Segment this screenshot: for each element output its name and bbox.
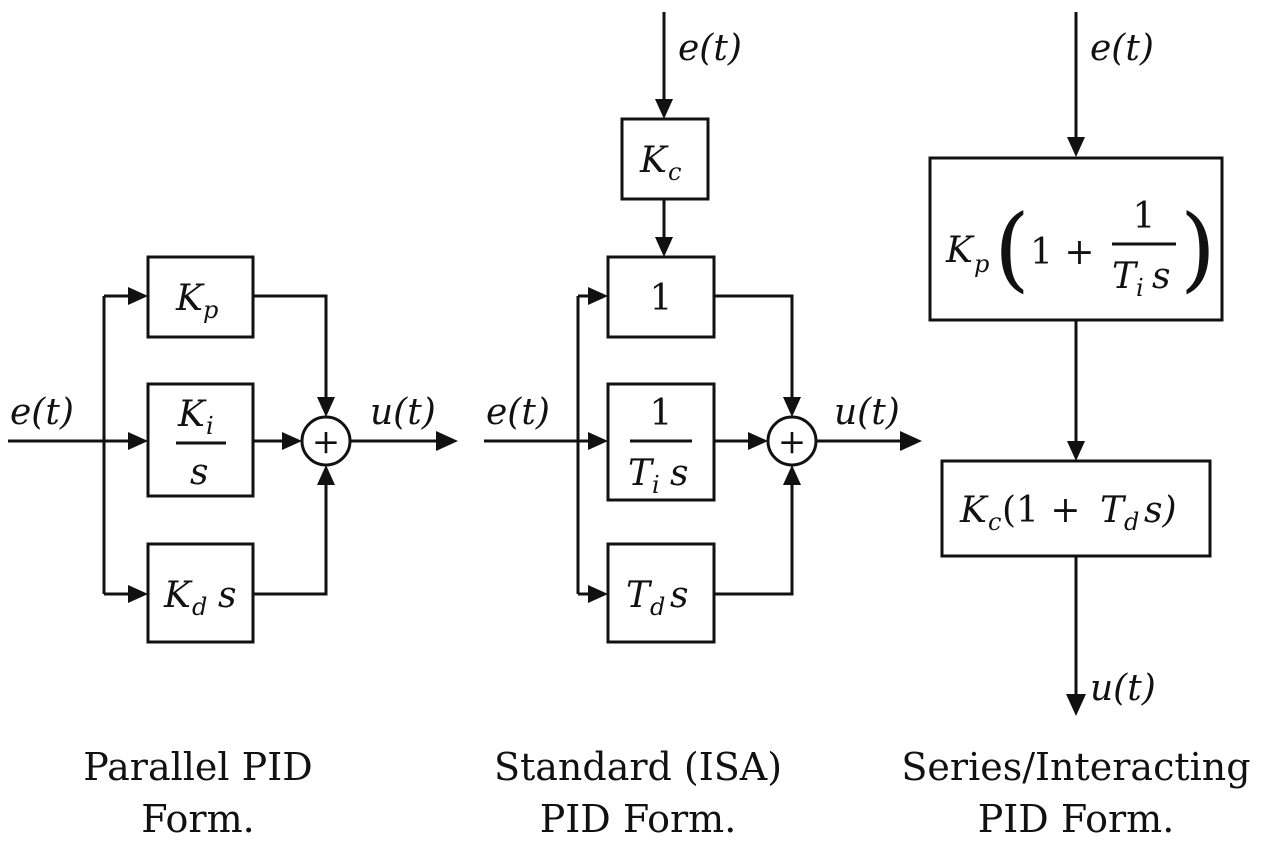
standard-integral-num: 1 xyxy=(650,393,673,434)
parallel-ki-num-sub: i xyxy=(206,412,214,440)
series-pd-k-sub: c xyxy=(988,508,1001,536)
standard-derivative-block xyxy=(606,542,716,644)
standard-pid-diagram: e(t) K c e(t) 1 1 T i s T d s xyxy=(484,12,922,841)
standard-kc-block xyxy=(620,117,710,201)
series-output-label: u(t) xyxy=(1090,668,1156,709)
standard-derivative-main: T xyxy=(626,575,653,616)
series-pd-tail: s) xyxy=(1144,490,1177,531)
standard-top-input-label: e(t) xyxy=(678,28,742,69)
standard-proportional-block xyxy=(606,255,716,339)
series-input-label: e(t) xyxy=(1090,28,1154,69)
parallel-caption-line1: Parallel PID xyxy=(83,745,312,789)
standard-kc-main: K xyxy=(639,140,669,181)
parallel-kp-main: K xyxy=(175,278,205,319)
standard-left-input-label: e(t) xyxy=(486,392,550,433)
parallel-kd-block xyxy=(146,542,255,644)
series-pi-den-sub: i xyxy=(1136,274,1144,302)
series-pd-t-main: T xyxy=(1100,490,1127,531)
series-pd-block xyxy=(940,459,1212,558)
standard-proportional-text: 1 xyxy=(650,278,673,319)
standard-derivative-sub: d xyxy=(650,593,665,621)
parallel-input-label: e(t) xyxy=(10,392,74,433)
series-pd-mid: (1 + xyxy=(1002,490,1092,531)
series-pi-block xyxy=(928,156,1224,322)
parallel-kd-sub: d xyxy=(192,593,207,621)
standard-sum-plus: + xyxy=(778,422,807,462)
parallel-caption-line2: Form. xyxy=(141,797,254,841)
standard-caption-line2: PID Form. xyxy=(540,797,737,841)
series-pid-diagram: e(t) K p ( 1 + 1 T i s ) K c (1 + T d s)… xyxy=(901,12,1251,841)
parallel-sum-plus: + xyxy=(312,422,341,462)
parallel-kp-block xyxy=(146,255,255,339)
standard-caption-line1: Standard (ISA) xyxy=(494,745,782,789)
series-pd-k-main: K xyxy=(959,490,989,531)
parallel-ki-den: s xyxy=(190,452,208,493)
series-caption-line1: Series/Interacting xyxy=(901,745,1250,789)
standard-derivative-tail: s xyxy=(670,575,688,616)
series-pd-t-sub: d xyxy=(1124,508,1139,536)
parallel-ki-block xyxy=(146,382,255,498)
standard-integral-den-tail: s xyxy=(670,453,688,494)
parallel-kp-sub: p xyxy=(203,296,218,324)
series-pi-den-main: T xyxy=(1112,256,1139,297)
series-pi-k-main: K xyxy=(945,230,975,271)
standard-output-label: u(t) xyxy=(834,392,900,433)
standard-integral-den-main: T xyxy=(628,453,655,494)
standard-integral-den-sub: i xyxy=(652,471,660,499)
standard-kc-sub: c xyxy=(668,158,681,186)
series-pi-one-plus: 1 + xyxy=(1030,232,1095,273)
series-pi-k-sub: p xyxy=(974,250,989,278)
series-pi-den-tail: s xyxy=(1152,256,1170,297)
parallel-pid-diagram: e(t) K p K i s K d s + u(t) Parallel PID… xyxy=(8,255,458,841)
parallel-kd-main: K xyxy=(163,575,193,616)
series-pi-close-paren: ) xyxy=(1180,195,1216,302)
series-pi-open-paren: ( xyxy=(994,195,1030,302)
series-caption-line2: PID Form. xyxy=(978,797,1175,841)
series-pi-num: 1 xyxy=(1133,196,1156,237)
parallel-output-label: u(t) xyxy=(370,392,436,433)
parallel-ki-num-main: K xyxy=(177,394,207,435)
parallel-kd-tail: s xyxy=(218,575,236,616)
